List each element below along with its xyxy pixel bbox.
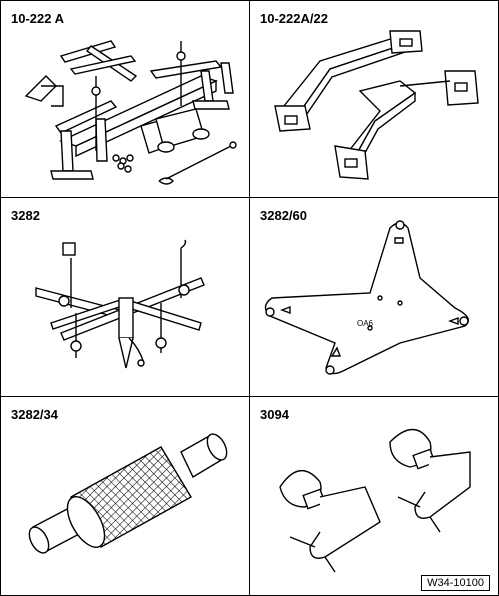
tool-label: 3282/60 (260, 208, 307, 223)
tool-cell-3282: 3282 (0, 197, 250, 397)
tool-cell-3094: 3094 W34-10100 (249, 396, 499, 596)
tool-label: 10-222A/22 (260, 11, 328, 26)
tool-cell-10-222a-22: 10-222A/22 (249, 0, 499, 198)
tool-cell-3282-60: 3282/60 OA6 (249, 197, 499, 397)
hose-clamps-drawing (279, 428, 471, 573)
tool-label: 3282 (11, 208, 40, 223)
figure-reference: W34-10100 (421, 575, 490, 591)
plate-mark: OA6 (357, 319, 374, 328)
adjustment-plate-drawing: OA6 (264, 220, 469, 375)
tool-cell-10-222a: 10-222 A (0, 0, 250, 198)
tool-cell-3282-34: 3282/34 (0, 396, 250, 596)
threaded-pin-drawing (28, 433, 228, 554)
adapter-brackets-drawing (274, 30, 479, 180)
engine-support-bridge-drawing (24, 40, 237, 185)
tool-label: 10-222 A (11, 11, 64, 26)
tool-label: 3282/34 (11, 407, 58, 422)
gearbox-support-drawing (35, 239, 205, 369)
tool-label: 3094 (260, 407, 289, 422)
